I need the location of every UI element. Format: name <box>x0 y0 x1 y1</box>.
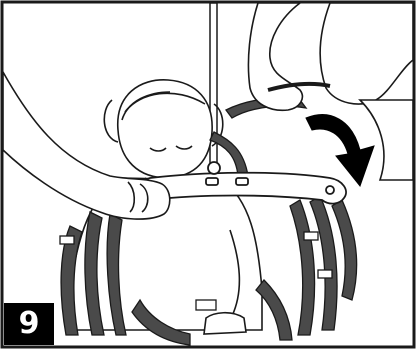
step-number: 9 <box>19 309 40 339</box>
hoist-pole <box>210 3 217 179</box>
step-number-badge: 9 <box>4 303 54 345</box>
